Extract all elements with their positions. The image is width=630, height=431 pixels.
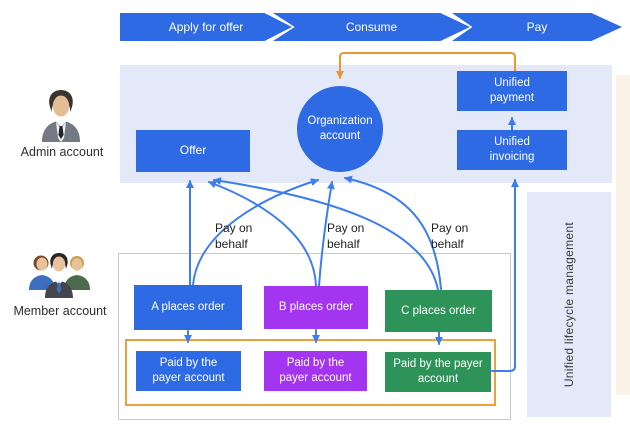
member-group-icon: [26, 250, 92, 303]
pay-on-behalf-label-a: Pay on behalf: [215, 221, 253, 251]
paid-c-label: Paid by the payer account: [393, 358, 483, 385]
unified-payment-label: Unified payment: [489, 77, 535, 104]
process-step-label: Apply for offer: [168, 20, 244, 34]
process-step-label: Pay: [526, 20, 548, 34]
unified-invoicing-box: Unified invoicing: [457, 130, 567, 170]
order-b-label: B places order: [278, 301, 354, 314]
admin-account-label: Admin account: [20, 145, 104, 159]
order-c-box: C places order: [385, 290, 492, 332]
organization-account-label: Organization account: [307, 115, 373, 142]
paid-a-label: Paid by the payer account: [152, 357, 225, 384]
offer-box: Offer: [136, 130, 250, 172]
paid-c-box: Paid by the payer account: [385, 352, 491, 392]
pay-on-behalf-label-b: Pay on behalf: [327, 221, 365, 251]
unified-invoicing-label: Unified invoicing: [489, 136, 535, 163]
unified-lifecycle-panel: Unified lifecycle management: [527, 192, 611, 417]
admin-person-icon: [38, 86, 84, 147]
process-step-pay: Pay: [452, 13, 622, 41]
process-step-label: Consume: [345, 20, 398, 34]
unified-lifecycle-label: Unified lifecycle management: [562, 221, 576, 388]
payer-account-highlight-frame: [125, 339, 496, 406]
paid-b-label: Paid by the payer account: [279, 357, 352, 384]
unified-payment-box: Unified payment: [457, 71, 567, 111]
process-step-consume: Consume: [273, 13, 470, 41]
paid-a-box: Paid by the payer account: [136, 351, 241, 391]
order-a-label: A places order: [151, 301, 225, 314]
paid-b-box: Paid by the payer account: [264, 351, 367, 391]
pay-on-behalf-label-c: Pay on behalf: [431, 221, 469, 251]
process-step-apply-for-offer: Apply for offer: [120, 13, 292, 41]
order-b-box: B places order: [264, 286, 368, 329]
offer-label: Offer: [179, 143, 207, 158]
order-c-label: C places order: [401, 304, 476, 317]
organization-account-node: Organization account: [297, 86, 383, 172]
cropped-edge-artifact: [616, 75, 630, 395]
member-account-label: Member account: [13, 304, 107, 318]
order-a-box: A places order: [134, 285, 242, 330]
